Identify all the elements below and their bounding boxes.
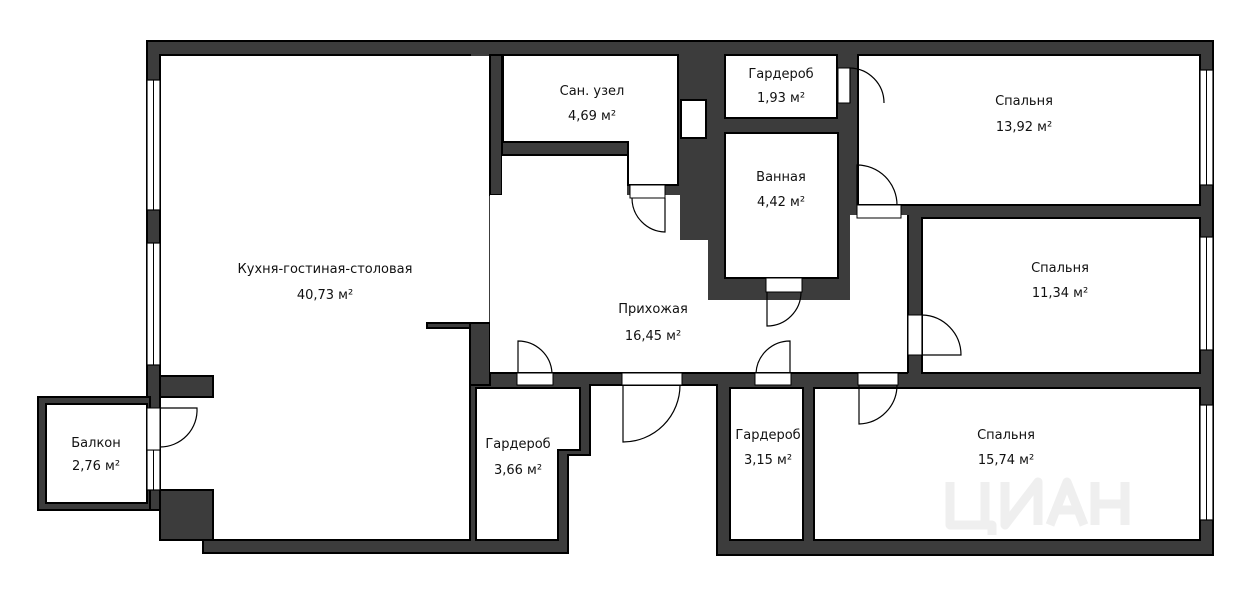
room-area: 2,76 м²	[72, 459, 120, 474]
room-name: Гардероб	[748, 67, 813, 82]
doors	[146, 67, 962, 451]
room-area: 16,45 м²	[625, 329, 681, 344]
room-name: Спальня	[1031, 261, 1089, 276]
wall-stub	[489, 54, 503, 196]
room-name: Кухня-гостиная-столовая	[238, 262, 413, 277]
room-wardrobe-2	[475, 387, 581, 541]
room-name: Прихожая	[618, 302, 688, 317]
room-name: Балкон	[71, 436, 121, 451]
room-area: 4,69 м²	[568, 109, 616, 124]
room-name: Спальня	[977, 428, 1035, 443]
room-name: Гардероб	[485, 437, 550, 452]
wall-stub	[159, 375, 214, 398]
room-area: 11,34 м²	[1032, 286, 1088, 301]
watermark-logo	[945, 477, 1130, 535]
room-name: Гардероб	[735, 428, 800, 443]
room-name: Спальня	[995, 94, 1053, 109]
room-area: 40,73 м²	[297, 288, 353, 303]
windows	[146, 69, 1214, 521]
room-name: Ванная	[756, 170, 806, 185]
room-wardrobe-1	[724, 54, 838, 119]
room-hallway	[490, 154, 909, 374]
room-area: 3,66 м²	[494, 463, 542, 478]
room-area: 4,42 м²	[757, 195, 805, 210]
room-wardrobe-3	[729, 387, 804, 541]
room-name: Сан. узел	[560, 84, 625, 99]
room-bedroom-1	[857, 54, 1201, 206]
room-bedroom-2	[921, 217, 1201, 374]
wall-stub	[469, 322, 491, 386]
room-balcony	[45, 403, 148, 504]
shaft	[680, 99, 707, 139]
room-wc	[502, 54, 679, 186]
room-labels: Кухня-гостиная-столовая 40,73 м² Сан. уз…	[71, 67, 1089, 478]
room-area: 13,92 м²	[996, 120, 1052, 135]
wall-stub	[159, 489, 214, 541]
room-area: 15,74 м²	[978, 453, 1034, 468]
room-area: 1,93 м²	[757, 91, 805, 106]
room-area: 3,15 м²	[744, 453, 792, 468]
room-bathroom	[724, 132, 839, 279]
